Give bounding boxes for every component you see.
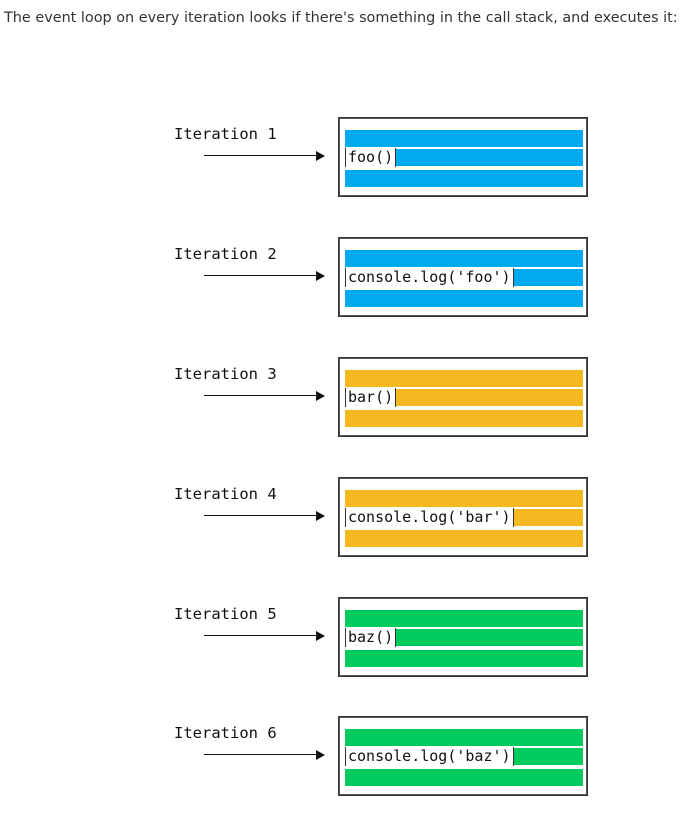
stack-frame-bar-active: console.log('foo')	[345, 268, 583, 287]
arrow-head-icon	[316, 391, 325, 401]
iteration-1: Iteration 1 foo()	[0, 117, 700, 199]
call-stack-box: bar()	[338, 357, 588, 437]
stack-frame-bar	[345, 530, 583, 547]
arrow-head-icon	[316, 511, 325, 521]
code-label: console.log('baz')	[345, 747, 514, 766]
intro-text: The event loop on every iteration looks …	[4, 10, 678, 26]
iteration-label: Iteration 6	[174, 724, 277, 742]
stack-frame-bar	[345, 650, 583, 667]
stack-frame-bar	[345, 370, 583, 387]
stack-frame-bar	[345, 769, 583, 786]
stack-frame-bar-active: console.log('baz')	[345, 747, 583, 766]
code-label: console.log('bar')	[345, 508, 514, 527]
iteration-label: Iteration 5	[174, 605, 277, 623]
iteration-3: Iteration 3 bar()	[0, 357, 700, 439]
stack-frame-bar	[345, 729, 583, 746]
arrow-head-icon	[316, 151, 325, 161]
stack-frame-bar	[345, 290, 583, 307]
stack-frame-bar	[345, 610, 583, 627]
arrow-line	[204, 275, 318, 276]
call-stack-box: baz()	[338, 597, 588, 677]
code-label: foo()	[345, 148, 397, 167]
call-stack-box: foo()	[338, 117, 588, 197]
stack-frame-bar	[345, 170, 583, 187]
iteration-6: Iteration 6 console.log('baz')	[0, 716, 700, 798]
stack-frame-bar	[345, 130, 583, 147]
code-label: console.log('foo')	[345, 268, 514, 287]
stack-frame-bar-active: baz()	[345, 628, 583, 647]
arrow-head-icon	[316, 631, 325, 641]
stack-frame-bar	[345, 490, 583, 507]
arrow-line	[204, 754, 318, 755]
iteration-label: Iteration 3	[174, 365, 277, 383]
iteration-label: Iteration 1	[174, 125, 277, 143]
arrow-line	[204, 155, 318, 156]
iteration-label: Iteration 2	[174, 245, 277, 263]
arrow-line	[204, 635, 318, 636]
call-stack-box: console.log('baz')	[338, 716, 588, 796]
iteration-2: Iteration 2 console.log('foo')	[0, 237, 700, 319]
iteration-5: Iteration 5 baz()	[0, 597, 700, 679]
stack-frame-bar	[345, 410, 583, 427]
code-label: bar()	[345, 388, 397, 407]
call-stack-box: console.log('foo')	[338, 237, 588, 317]
iteration-label: Iteration 4	[174, 485, 277, 503]
iteration-4: Iteration 4 console.log('bar')	[0, 477, 700, 559]
stack-frame-bar-active: bar()	[345, 388, 583, 407]
arrow-line	[204, 395, 318, 396]
arrow-head-icon	[316, 271, 325, 281]
stack-frame-bar-active: console.log('bar')	[345, 508, 583, 527]
stack-frame-bar	[345, 250, 583, 267]
code-label: baz()	[345, 628, 397, 647]
arrow-head-icon	[316, 750, 325, 760]
call-stack-box: console.log('bar')	[338, 477, 588, 557]
arrow-line	[204, 515, 318, 516]
stack-frame-bar-active: foo()	[345, 148, 583, 167]
